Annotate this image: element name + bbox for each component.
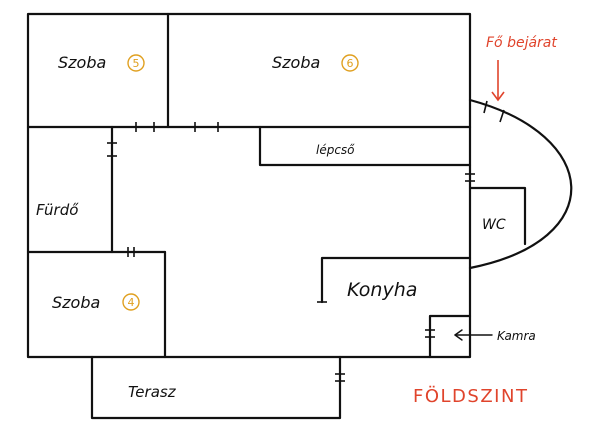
label-furdo: Fürdő [36,201,79,219]
label-terasz: Terasz [128,383,177,401]
annotation-entrance: Fő bejárat [486,35,557,51]
outer-wall [26,12,472,359]
kamra-arrow-head [454,329,463,341]
wall-terasz [90,355,342,420]
wall-lepcso [258,125,472,167]
label-konyha: Konyha [347,279,417,301]
label-szoba5: Szoba [58,53,106,72]
label-lepcso: lépcső [316,143,355,157]
wall-entrance-curve [468,98,573,270]
annotation-floor: FÖLDSZINT [413,385,528,407]
entrance-arrow-head [491,91,505,102]
badge-szoba4-circle [122,293,140,311]
badge-szoba5-circle [127,54,145,72]
wall-wc [468,186,527,246]
wall-kamra [428,314,472,359]
door-markers [107,100,505,382]
badge-szoba5: 5 [133,57,140,70]
label-kamra: Kamra [497,329,536,343]
label-szoba4: Szoba [52,293,100,312]
label-szoba6: Szoba [272,53,320,72]
label-wc: WC [482,217,506,233]
badge-szoba4: 4 [128,296,135,309]
badge-szoba6-circle [341,54,359,72]
badge-szoba6: 6 [347,57,354,70]
wall-konyha [320,256,472,304]
